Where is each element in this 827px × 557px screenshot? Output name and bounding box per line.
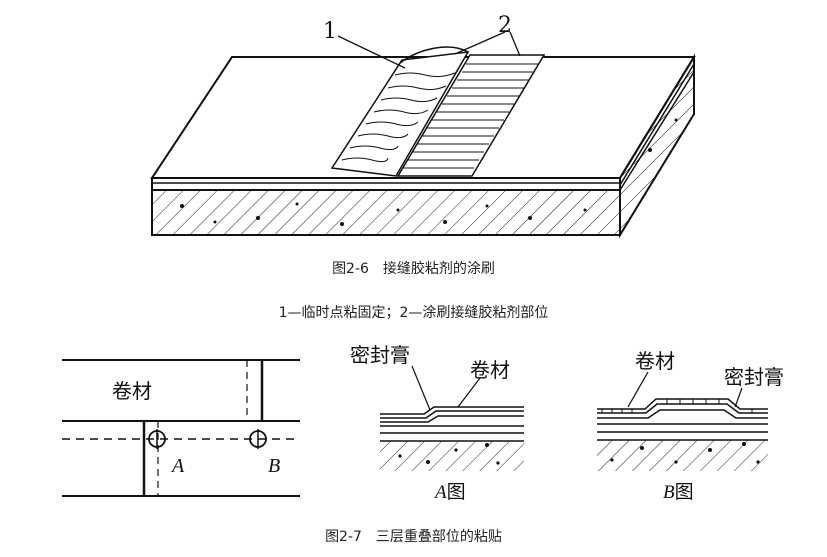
callout-2-leader-a: [454, 31, 506, 55]
adhesive-streaks: [402, 63, 538, 169]
aggregate-specks: [180, 118, 678, 226]
callout-1: 1: [323, 19, 337, 44]
section-b-caption: B图: [663, 481, 694, 503]
point-a-label: A: [170, 455, 185, 477]
spot-bonded-strip: [330, 51, 470, 177]
section-a-membrane-label: 卷材: [470, 358, 510, 382]
figure-2-6-legend: 1—临时点粘固定；2—涂刷接缝胶粘剂部位: [278, 305, 549, 321]
point-b-label: B: [268, 455, 280, 477]
callout-2-leader-b: [509, 31, 521, 57]
plan-membrane-label: 卷材: [112, 379, 152, 403]
spot-bond-wrinkles: [341, 72, 456, 163]
section-b-membrane-label: 卷材: [635, 349, 675, 373]
section-a-sealant-label: 密封膏: [350, 343, 410, 367]
callout-1-leader: [337, 35, 406, 69]
figure-2-6-caption: 图2-6 接缝胶粘剂的涂刷: [332, 261, 495, 277]
section-a-drawing: [380, 365, 524, 471]
membrane-layer-front: [151, 177, 621, 191]
overlap-plan-view: [62, 359, 300, 497]
section-b-drawing: [597, 371, 768, 471]
concrete-slab-front: [151, 189, 621, 236]
section-a-caption: A图: [433, 481, 466, 503]
callout-2: 2: [498, 13, 512, 38]
section-b-sealant-label: 密封膏: [724, 365, 784, 389]
roof-slab-illustration: 1 2: [150, 13, 696, 239]
figure-2-7-caption: 图2-7 三层重叠部位的粘贴: [325, 529, 502, 545]
